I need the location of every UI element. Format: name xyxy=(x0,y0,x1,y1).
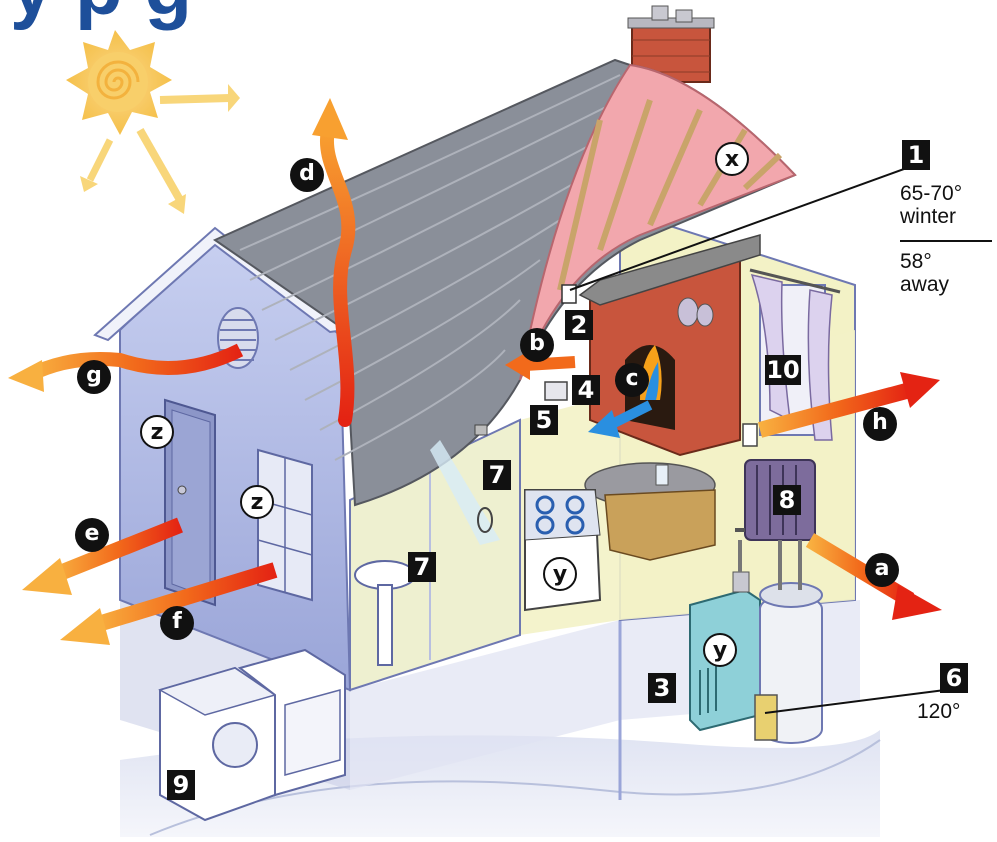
label-4: 4 xyxy=(572,375,600,405)
heat-loss-d: d xyxy=(290,158,324,192)
heat-loss-h: h xyxy=(863,407,897,441)
heat-loss-a: a xyxy=(865,553,899,587)
heat-loss-f: f xyxy=(160,606,194,640)
label-7-bath: 7 xyxy=(408,552,436,582)
insulation-x: x xyxy=(715,142,749,176)
water-heater-temp: 120° xyxy=(917,700,960,723)
sun-icon xyxy=(66,30,240,214)
callout-1-badge: 1 xyxy=(902,140,930,170)
away-temp: 58° xyxy=(900,250,932,273)
title-fragment: y p g xyxy=(10,0,192,31)
label-5: 5 xyxy=(530,405,558,435)
stove xyxy=(525,490,600,610)
heat-loss-c: c xyxy=(615,363,649,397)
winter-temp: 65-70° xyxy=(900,182,962,205)
label-3: 3 xyxy=(648,673,676,703)
seal-z-window: z xyxy=(240,485,274,519)
setpoint-divider xyxy=(900,240,992,242)
winter-label: winter xyxy=(900,205,956,228)
label-2: 2 xyxy=(565,310,593,340)
appliance-y-furnace: y xyxy=(703,633,737,667)
label-8: 8 xyxy=(773,485,801,515)
outlet-icon xyxy=(743,424,757,446)
label-9: 9 xyxy=(167,770,195,800)
label-7-kitchen: 7 xyxy=(483,460,511,490)
label-10: 10 xyxy=(765,355,801,385)
heat-loss-b: b xyxy=(520,328,554,362)
title-text: y p g xyxy=(10,0,192,31)
seal-z-door: z xyxy=(140,415,174,449)
callout-6-badge: 6 xyxy=(940,663,968,693)
appliance-y-stove: y xyxy=(543,557,577,591)
heat-loss-e: e xyxy=(75,518,109,552)
away-label: away xyxy=(900,273,949,296)
heat-loss-g: g xyxy=(77,360,111,394)
vent-register-icon xyxy=(545,382,567,400)
